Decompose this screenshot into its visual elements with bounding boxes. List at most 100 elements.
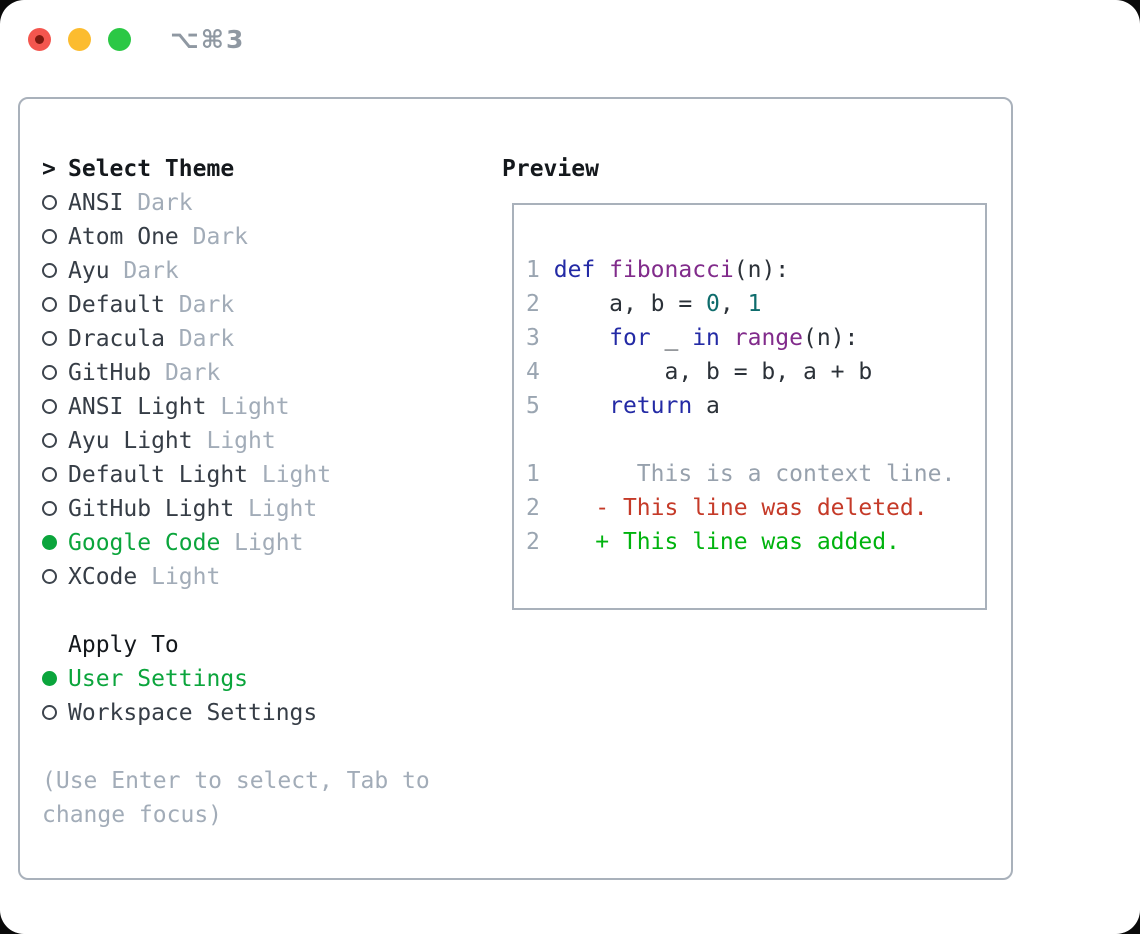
theme-option-ansi-light[interactable]: ANSI Light Light	[42, 390, 430, 424]
radio-marker	[42, 220, 68, 254]
line-gap	[540, 461, 554, 487]
code-segment: range	[733, 325, 804, 351]
theme-option-ayu[interactable]: Ayu Dark	[42, 254, 430, 288]
theme-variant: Light	[137, 564, 221, 590]
theme-variant: Light	[206, 394, 290, 420]
theme-option-github-light[interactable]: GitHub Light Light	[42, 492, 430, 526]
zoom-button[interactable]	[108, 28, 131, 51]
code-line: 4 a, b = b, a + b	[526, 355, 985, 389]
theme-option-github[interactable]: GitHub Dark	[42, 356, 430, 390]
keyboard-hint: change focus)	[42, 802, 223, 828]
diff-line: 1 This is a context line.	[526, 457, 985, 491]
line-gap	[540, 393, 554, 419]
theme-name: ANSI Light	[68, 394, 207, 420]
chevron-marker-icon: >	[42, 152, 68, 186]
theme-variant: Dark	[109, 258, 179, 284]
theme-option-xcode[interactable]: XCode Light	[42, 560, 430, 594]
line-number: 1	[526, 461, 540, 487]
window-title: ⌥⌘3	[170, 25, 246, 54]
radio-marker	[42, 254, 68, 288]
line-gap	[540, 495, 554, 521]
minimize-button[interactable]	[68, 28, 91, 51]
radio-marker	[42, 492, 68, 526]
theme-option-atom-one[interactable]: Atom One Dark	[42, 220, 430, 254]
apply-to-header: Apply To	[42, 628, 430, 662]
line-number: 2	[526, 291, 540, 317]
theme-list-header: > Select Theme	[42, 152, 430, 186]
radio-icon	[42, 195, 57, 210]
theme-name: GitHub	[68, 360, 152, 386]
theme-option-dracula[interactable]: Dracula Dark	[42, 322, 430, 356]
close-button[interactable]	[28, 28, 51, 51]
theme-option-google-code[interactable]: Google Code Light	[42, 526, 430, 560]
radio-icon	[42, 229, 57, 244]
code-segment: ,	[719, 291, 748, 317]
diff-line: 2 - This line was deleted.	[526, 491, 985, 525]
code-segment: 1	[747, 291, 762, 317]
radio-marker	[42, 526, 68, 560]
titlebar: ⌥⌘3	[28, 25, 245, 54]
code-line: 2 a, b = 0, 1	[526, 287, 985, 321]
code-segment: + This line was added.	[553, 529, 900, 555]
radio-marker	[42, 458, 68, 492]
theme-option-ansi[interactable]: ANSI Dark	[42, 186, 430, 220]
theme-name: Default Light	[68, 462, 249, 488]
radio-icon	[42, 399, 57, 414]
theme-name: Ayu Light	[68, 428, 193, 454]
theme-variant: Dark	[164, 326, 235, 352]
code-segment: 0	[706, 291, 720, 317]
radio-marker	[42, 186, 68, 220]
code-segment: a, b = b, a + b	[553, 359, 873, 385]
code-segment: (n):	[803, 325, 859, 351]
theme-name: Google Code	[68, 530, 221, 556]
spacer-row	[42, 730, 430, 764]
theme-option-default-light[interactable]: Default Light Light	[42, 458, 430, 492]
radio-icon	[42, 365, 57, 380]
theme-option-ayu-light[interactable]: Ayu Light Light	[42, 424, 430, 458]
theme-variant: Light	[192, 428, 276, 454]
theme-variant: Dark	[123, 190, 193, 216]
radio-icon	[42, 433, 57, 448]
theme-variant: Dark	[164, 292, 235, 318]
apply-option-user-settings[interactable]: User Settings	[42, 662, 430, 696]
radio-icon	[42, 331, 57, 346]
chevron-icon: >	[42, 156, 56, 182]
preview-heading: Preview	[502, 156, 599, 182]
theme-variant: Light	[248, 462, 332, 488]
code-segment: for	[609, 325, 651, 351]
theme-name: XCode	[68, 564, 138, 590]
line-gap	[540, 257, 554, 283]
line-gap	[540, 291, 554, 317]
code-segment	[720, 325, 734, 351]
code-line: 1 def fibonacci(n):	[526, 253, 985, 287]
apply-option-workspace-settings[interactable]: Workspace Settings	[42, 696, 430, 730]
line-gap	[540, 325, 554, 351]
radio-selected-icon	[42, 671, 57, 686]
theme-variant: Light	[234, 496, 318, 522]
theme-name: Atom One	[68, 224, 179, 250]
radio-selected-icon	[42, 535, 57, 550]
apply-option-label: Workspace Settings	[68, 700, 318, 726]
apply-to-title: Apply To	[68, 632, 179, 658]
radio-icon	[42, 705, 57, 720]
radio-icon	[42, 467, 57, 482]
code-segment: - This line was deleted.	[553, 495, 928, 521]
line-number: 5	[526, 393, 540, 419]
radio-marker	[42, 356, 68, 390]
theme-name: Default	[68, 292, 165, 318]
theme-name: GitHub Light	[68, 496, 235, 522]
code-segment	[554, 393, 609, 419]
code-segment	[595, 257, 609, 283]
line-gap	[540, 529, 554, 555]
diff-line: 2 + This line was added.	[526, 525, 985, 559]
theme-list-title: Select Theme	[68, 156, 235, 182]
radio-icon	[42, 569, 57, 584]
radio-marker	[42, 662, 68, 696]
theme-variant: Dark	[178, 224, 249, 250]
code-segment: _	[650, 325, 693, 351]
radio-icon	[42, 297, 57, 312]
theme-option-default[interactable]: Default Dark	[42, 288, 430, 322]
spacer-line	[526, 423, 985, 457]
